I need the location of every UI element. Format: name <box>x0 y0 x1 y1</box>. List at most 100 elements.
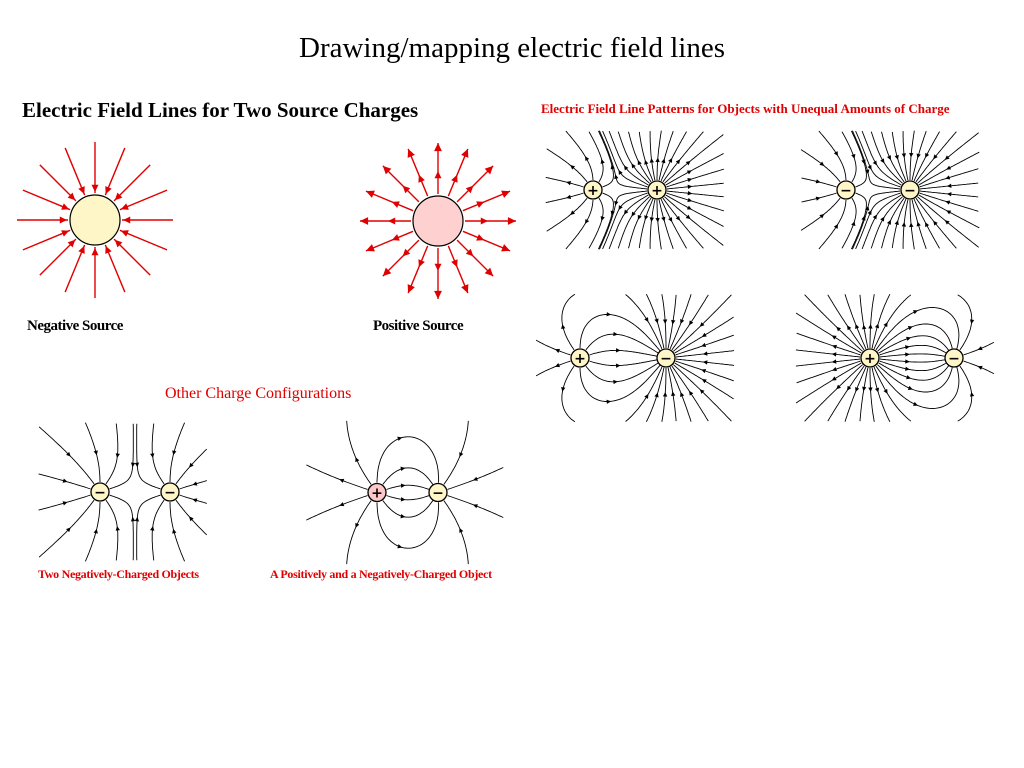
field-arrowhead <box>382 267 392 277</box>
field-arrowhead <box>615 348 621 353</box>
field-arrowhead <box>434 171 442 179</box>
field-arrowhead <box>894 154 899 160</box>
field-arrowhead <box>355 457 360 463</box>
field-arrowhead <box>360 217 369 225</box>
field-arrowhead <box>120 230 129 237</box>
field-arrowhead <box>689 320 694 326</box>
field-line <box>664 134 724 184</box>
field-arrowhead <box>189 516 194 522</box>
unequal-diagram-2: −− <box>800 130 980 250</box>
field-arrowhead <box>819 161 825 166</box>
field-arrowhead <box>93 450 98 456</box>
field-arrowhead <box>868 387 873 392</box>
field-arrowhead <box>702 351 708 356</box>
field-line <box>169 422 186 482</box>
field-line <box>382 467 434 486</box>
field-arrowhead <box>855 387 860 393</box>
field-ray <box>365 230 414 252</box>
negative-source-sphere <box>69 194 121 246</box>
negative-charge: − <box>656 348 676 368</box>
field-arrowhead <box>865 169 870 175</box>
field-arrowhead <box>472 504 478 509</box>
field-line <box>804 364 863 422</box>
field-arrowhead <box>880 158 885 164</box>
field-ray <box>113 164 151 202</box>
field-line <box>957 294 973 351</box>
field-arrowhead <box>687 184 693 189</box>
two-negative-diagram: −− <box>38 422 208 562</box>
field-arrowhead <box>907 385 913 390</box>
field-line <box>963 341 995 356</box>
field-arrowhead <box>631 211 636 217</box>
field-arrowhead <box>925 222 930 228</box>
field-arrowhead <box>901 221 907 227</box>
field-arrowhead <box>872 214 878 220</box>
field-ray <box>447 245 469 294</box>
field-line <box>84 422 101 482</box>
field-line <box>535 360 571 377</box>
field-line <box>869 294 875 348</box>
field-arrowhead <box>78 245 85 254</box>
charge-circle <box>583 180 603 200</box>
field-line <box>598 190 648 250</box>
field-arrowhead <box>407 284 415 294</box>
field-line <box>608 194 649 250</box>
field-lines <box>545 130 724 250</box>
field-ray <box>119 189 168 211</box>
field-line <box>658 199 674 249</box>
field-arrowhead <box>977 365 983 370</box>
field-arrowhead <box>815 179 821 184</box>
field-line <box>545 176 584 188</box>
field-arrowhead <box>400 514 406 519</box>
field-arrowhead <box>91 248 99 256</box>
field-line <box>386 484 430 490</box>
field-arrowhead <box>675 159 681 165</box>
field-arrowhead <box>909 222 914 228</box>
positive-charge: + <box>583 180 603 200</box>
field-arrowhead <box>150 453 155 459</box>
charge-symbol: − <box>840 183 852 199</box>
field-line <box>638 198 654 249</box>
field-arrowhead <box>434 143 442 152</box>
field-lines <box>535 293 735 423</box>
field-arrowhead <box>685 160 691 166</box>
field-arrowhead <box>649 158 654 163</box>
field-arrowhead <box>883 322 888 328</box>
field-arrowhead <box>62 478 68 483</box>
field-arrowhead <box>905 345 910 350</box>
field-arrowhead <box>686 205 692 210</box>
field-arrowhead <box>925 152 930 158</box>
field-line <box>169 502 186 562</box>
field-line <box>382 499 434 518</box>
field-arrowhead <box>67 192 76 201</box>
charge-symbol: − <box>948 351 960 367</box>
charge-circle <box>90 482 110 502</box>
field-arrowhead <box>865 205 870 211</box>
field-arrowhead <box>507 217 516 225</box>
field-arrowhead <box>689 390 694 396</box>
field-ray <box>382 239 420 277</box>
field-arrowhead <box>880 216 885 222</box>
field-arrowhead <box>484 267 494 277</box>
field-arrowhead <box>130 516 136 522</box>
field-arrowhead <box>906 375 912 380</box>
field-arrowhead <box>134 516 140 522</box>
field-arrowhead <box>654 318 659 324</box>
positive-source-caption: Positive Source <box>373 318 464 334</box>
field-line <box>665 153 724 186</box>
two-source-heading: Electric Field Lines for Two Source Char… <box>22 98 419 122</box>
field-arrowhead <box>585 218 590 224</box>
field-arrowhead <box>905 359 910 364</box>
field-arrowhead <box>836 384 842 390</box>
field-arrowhead <box>833 223 839 229</box>
field-line <box>565 199 594 250</box>
charge-circle <box>860 348 880 368</box>
negative-charge: − <box>90 482 110 502</box>
field-arrowhead <box>501 190 511 198</box>
field-line <box>800 197 841 231</box>
two-negative-caption: Two Negatively-Charged Objects <box>38 567 199 581</box>
field-arrowhead <box>472 476 478 481</box>
field-line <box>597 130 614 188</box>
field-arrowhead <box>150 525 155 531</box>
field-arrowhead <box>618 169 623 175</box>
